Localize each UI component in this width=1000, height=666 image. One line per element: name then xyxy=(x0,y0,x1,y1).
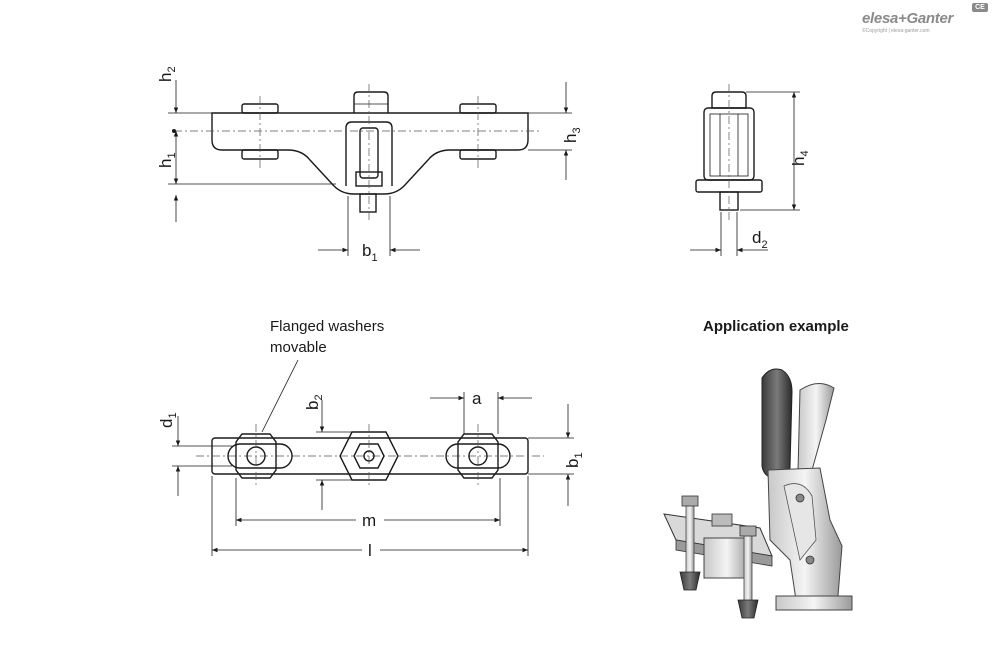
application-example-title: Application example xyxy=(703,318,849,335)
dim-b1-top: b1 xyxy=(563,452,585,468)
brand-name: elesa+Ganter xyxy=(862,10,954,27)
dim-m: m xyxy=(362,511,376,530)
dim-l: l xyxy=(368,541,372,560)
ce-mark-icon: CE xyxy=(972,3,988,12)
top-view: Flanged washers movable d1 b2 a b1 m xyxy=(157,318,585,560)
dim-a: a xyxy=(472,389,482,408)
dim-d1: d1 xyxy=(157,412,179,428)
dim-h4: h4 xyxy=(789,150,811,166)
dim-h2: h2 xyxy=(156,66,178,82)
dim-h1: h1 xyxy=(156,152,178,168)
note-movable: movable xyxy=(270,339,327,356)
brand-copyright: ©Copyright | elesa-ganter.com xyxy=(862,28,930,34)
side-view: h4 d2 xyxy=(690,84,811,256)
note-flanged-washers: Flanged washers xyxy=(270,318,384,335)
dim-d2: d2 xyxy=(752,228,768,251)
dim-b2: b2 xyxy=(303,394,325,410)
front-view: h2 h1 h3 b1 xyxy=(156,66,583,264)
toggle-clamp-illustration xyxy=(663,368,853,619)
dim-h3: h3 xyxy=(561,127,583,143)
dim-b1-front: b1 xyxy=(362,241,378,264)
application-example: Application example xyxy=(663,318,853,619)
brand-logo: elesa+Ganter ©Copyright | elesa-ganter.c… xyxy=(862,10,992,40)
